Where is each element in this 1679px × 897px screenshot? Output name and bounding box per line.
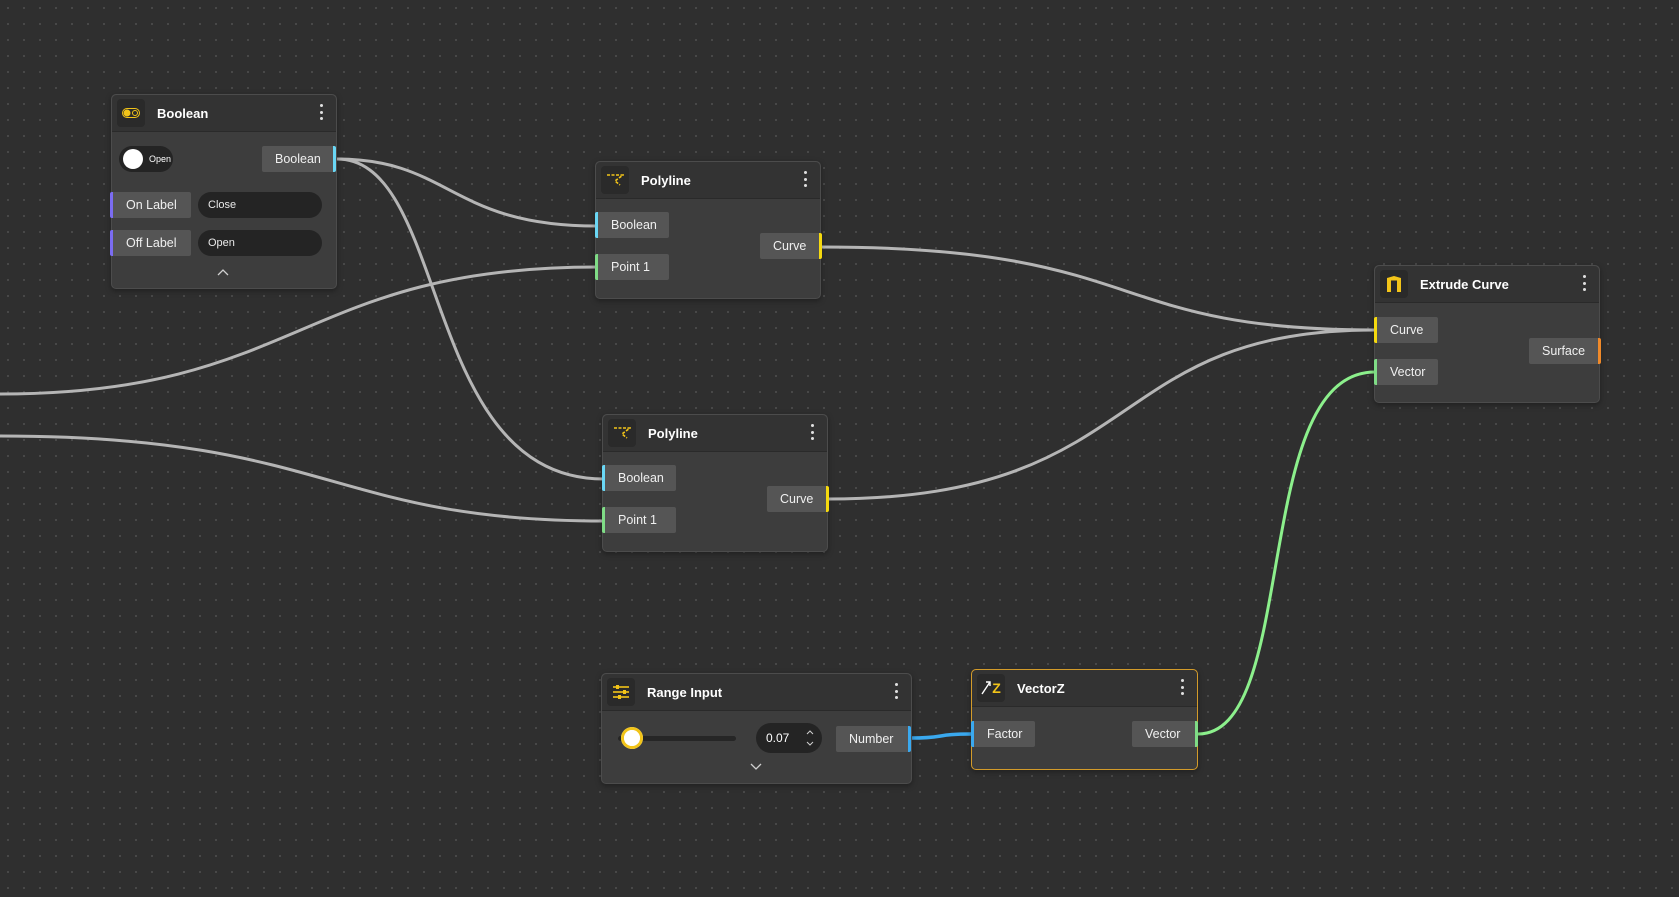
input-port-boolean[interactable]: Boolean [595,212,669,238]
node-title: Extrude Curve [1420,276,1509,292]
output-port-curve[interactable]: Curve [767,486,829,512]
wire-boolean-to-polyline1 [335,157,599,228]
output-port-curve[interactable]: Curve [760,233,822,259]
extrude-icon [1380,270,1408,298]
node-title: Polyline [648,425,698,441]
spinner-arrows-icon[interactable] [806,728,814,751]
input-port-curve[interactable]: Curve [1374,317,1438,343]
range-slider-thumb[interactable] [621,727,644,749]
polyline-icon [608,419,636,447]
polyline-node-header[interactable]: Polyline [596,162,820,199]
output-port-boolean[interactable]: Boolean [262,146,336,172]
more-menu-icon[interactable] [1177,678,1187,696]
extrude-curve-node[interactable]: Extrude Curve Curve Vector Surface [1374,265,1601,403]
range-input-node[interactable]: Range Input 0.07 Number [601,673,912,784]
chevron-down-icon[interactable] [750,762,762,774]
output-port-number[interactable]: Number [836,726,911,752]
chevron-up-icon[interactable] [217,267,229,279]
toggle-state-label: Open [149,154,172,164]
node-title: Range Input [647,684,723,700]
on-label-field[interactable]: Close [198,192,322,218]
node-title: Polyline [641,172,691,188]
range-value-field[interactable]: 0.07 [756,723,822,753]
input-port-off-label[interactable]: Off Label [110,230,191,256]
wire-boolean-to-polyline2 [335,157,606,481]
output-port-surface[interactable]: Surface [1529,338,1601,364]
wire-external-to-polyline2-point [0,434,606,523]
more-menu-icon[interactable] [1579,274,1589,292]
input-port-factor[interactable]: Factor [971,721,1035,747]
vectorz-node[interactable]: Z VectorZ Factor Vector [971,669,1198,770]
more-menu-icon[interactable] [807,423,817,441]
polyline-node-2[interactable]: Polyline Boolean Point 1 Curve [602,414,829,552]
toggle-knob [123,149,143,169]
boolean-node[interactable]: Boolean Open Boolean On Label Close Off … [110,94,337,289]
wire-vectorz-to-extrude-vector [1196,370,1377,736]
extrude-node-header[interactable]: Extrude Curve [1375,266,1599,303]
input-port-on-label[interactable]: On Label [110,192,191,218]
input-port-point-1[interactable]: Point 1 [602,507,676,533]
vector-z-icon-letter: Z [992,680,1001,696]
range-value: 0.07 [766,731,790,745]
input-port-vector[interactable]: Vector [1374,359,1438,385]
more-menu-icon[interactable] [891,682,901,700]
input-port-boolean[interactable]: Boolean [602,465,676,491]
more-menu-icon[interactable] [800,170,810,188]
range-slider-track[interactable] [618,736,736,741]
polyline-icon [601,166,629,194]
sliders-icon [607,678,635,706]
off-label-field[interactable]: Open [198,230,322,256]
input-port-point-1[interactable]: Point 1 [595,254,669,280]
wire-polyline2-to-extrude-curve [826,328,1377,501]
toggle-icon [117,99,145,127]
range-node-header[interactable]: Range Input [602,674,911,711]
wire-polyline1-to-extrude-curve [819,245,1377,332]
output-port-vector[interactable]: Vector [1132,721,1198,747]
polyline-node-1[interactable]: Polyline Boolean Point 1 Curve [595,161,822,299]
polyline-node-header[interactable]: Polyline [603,415,827,452]
more-menu-icon[interactable] [316,103,326,121]
boolean-toggle[interactable]: Open [119,146,173,172]
vectorz-node-header[interactable]: Z VectorZ [972,670,1197,707]
wire-range-to-vectorz [910,732,974,740]
node-title: Boolean [157,105,209,121]
node-title: VectorZ [1017,680,1065,696]
vector-z-icon: Z [977,674,1005,702]
boolean-node-header[interactable]: Boolean [112,95,336,132]
